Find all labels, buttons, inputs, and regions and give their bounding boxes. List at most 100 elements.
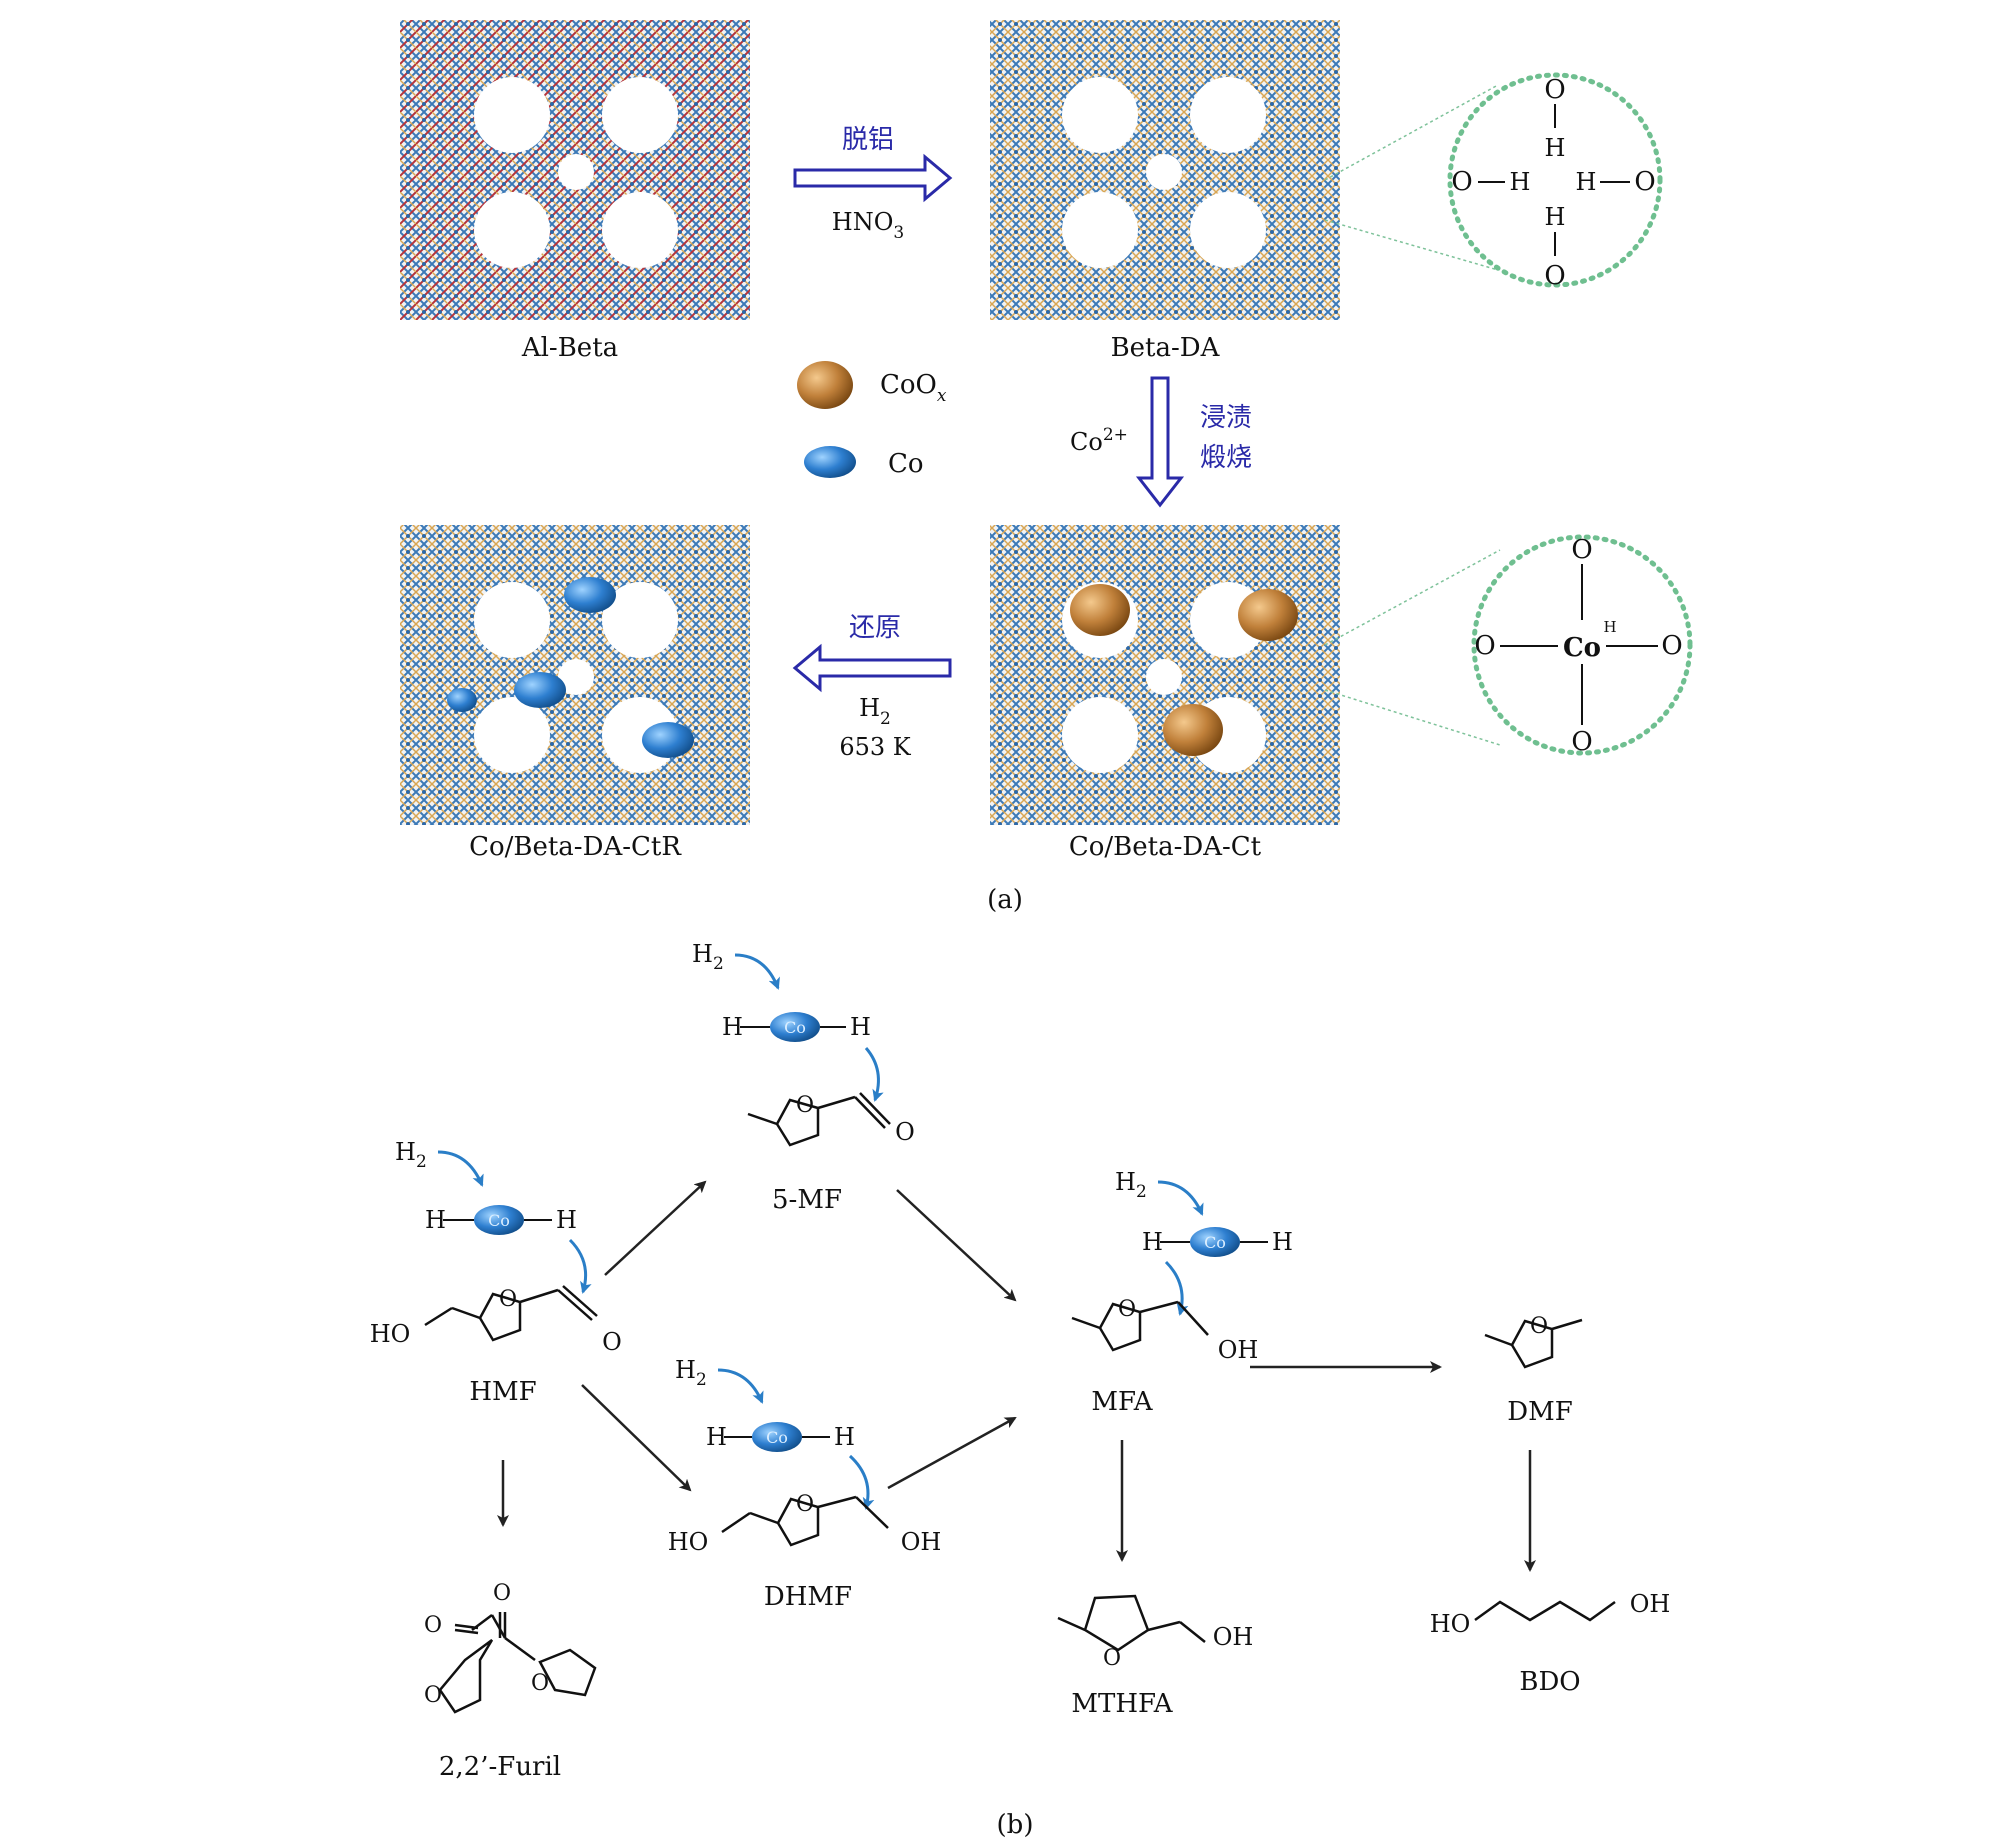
molecule-dhmf [721, 1495, 889, 1547]
svg-text:O: O [493, 1581, 511, 1606]
label-hno3: HNO3 [832, 208, 904, 243]
svg-text:H: H [1603, 618, 1616, 636]
co-site-icon [1190, 1227, 1240, 1257]
svg-text:H2: H2 [395, 1138, 427, 1172]
svg-text:H: H [1576, 168, 1597, 196]
svg-text:O: O [1530, 1314, 1548, 1339]
svg-text:O: O [796, 1093, 814, 1118]
coox-particle [1163, 704, 1223, 756]
svg-text:O: O [424, 1683, 442, 1708]
coox-particle [1238, 589, 1298, 641]
label-co2plus: Co2+ [1070, 425, 1128, 456]
svg-text:H: H [850, 1013, 871, 1041]
arrow-hmf-to-dhmf [581, 1384, 692, 1492]
label-temperature: 653 K [839, 733, 911, 761]
label-impregnate: 浸渍 [1200, 403, 1252, 433]
label-co-beta-da-ct: Co/Beta-DA-Ct [1069, 832, 1262, 862]
caption-b: (b) [997, 1810, 1034, 1840]
label-beta-da: Beta-DA [1111, 333, 1221, 363]
svg-text:O: O [895, 1118, 915, 1146]
label-bdo: BDO [1519, 1667, 1580, 1697]
svg-text:OH: OH [1218, 1336, 1259, 1364]
co-site-icon [474, 1205, 524, 1235]
arrow-dhmf-to-mfa [887, 1416, 1017, 1490]
framework-al-beta [400, 20, 750, 320]
svg-text:O: O [1118, 1297, 1136, 1322]
svg-text:H: H [1142, 1228, 1163, 1256]
label-reduce: 还原 [849, 613, 901, 643]
svg-text:O: O [602, 1328, 622, 1356]
cobalt-site-inset: O O Co H O O [1324, 534, 1693, 757]
svg-text:H: H [1272, 1228, 1293, 1256]
label-5-mf: 5-MF [772, 1185, 842, 1215]
svg-text:O: O [1451, 167, 1472, 197]
co-site-icon [752, 1422, 802, 1452]
svg-text:O: O [1103, 1646, 1121, 1671]
legend-coox-swatch [797, 361, 853, 409]
svg-text:H: H [1510, 168, 1531, 196]
svg-text:OH: OH [901, 1528, 942, 1556]
impregnation-arrow [1135, 376, 1185, 508]
molecule-bdo [1474, 1600, 1616, 1622]
h2-activation-hmf: H2 H Co H [395, 1138, 592, 1294]
legend-co-swatch [804, 446, 856, 478]
svg-text:OH: OH [1213, 1623, 1254, 1651]
label-co-beta-da-ctr: Co/Beta-DA-CtR [469, 832, 682, 862]
molecule-hmf [424, 1285, 598, 1342]
co-particle [514, 672, 566, 708]
h2-activation-5mf: H2 H Co H [692, 940, 884, 1102]
label-furil: 2,2’-Furil [439, 1752, 561, 1782]
svg-text:HO: HO [370, 1320, 411, 1348]
arrow-5mf-to-mfa [896, 1189, 1017, 1302]
co-site-icon [770, 1012, 820, 1042]
svg-text:H: H [706, 1423, 727, 1451]
co-particle [642, 722, 694, 758]
label-mthfa: MTHFA [1071, 1689, 1173, 1719]
molecule-5-mf [747, 1092, 891, 1147]
svg-text:HO: HO [1430, 1610, 1471, 1638]
svg-text:H: H [556, 1206, 577, 1234]
h2-activation-mfa: H2 H Co H [1115, 1168, 1293, 1316]
svg-text:H: H [722, 1013, 743, 1041]
svg-text:Co: Co [488, 1211, 510, 1230]
h2-label: H2 [692, 940, 724, 974]
label-al-beta: Al-Beta [521, 333, 618, 363]
svg-text:Co: Co [1563, 633, 1601, 663]
svg-text:O: O [1571, 727, 1592, 757]
svg-text:O: O [1474, 631, 1495, 661]
svg-text:O: O [1544, 261, 1565, 291]
svg-text:O: O [1544, 75, 1565, 105]
svg-text:H2: H2 [1115, 1168, 1147, 1202]
svg-text:H2: H2 [675, 1356, 707, 1390]
reaction-arrows [497, 1180, 1536, 1572]
framework-co-beta-da-ctr [400, 525, 750, 825]
label-dealumination: 脱铝 [842, 125, 894, 155]
caption-a: (a) [987, 885, 1023, 915]
molecule-mfa [1071, 1300, 1209, 1352]
svg-text:O: O [499, 1287, 517, 1312]
svg-text:O: O [796, 1492, 814, 1517]
svg-text:H: H [834, 1423, 855, 1451]
h2-activation-dhmf: H2 H Co H [675, 1356, 875, 1510]
legend: CoOx Co [797, 361, 947, 479]
arrow-hmf-to-5mf [604, 1180, 707, 1276]
reduction-arrow [792, 643, 952, 693]
svg-text:H: H [425, 1206, 446, 1234]
molecule-furil [438, 1612, 597, 1714]
svg-text:H: H [1545, 203, 1566, 231]
svg-text:Co: Co [784, 1018, 806, 1037]
legend-coox-label: CoOx [880, 370, 947, 406]
svg-text:O: O [1571, 535, 1592, 565]
coox-particle [1070, 584, 1130, 636]
label-h2-reduce: H2 [859, 694, 891, 729]
svg-text:OH: OH [1630, 1590, 1671, 1618]
molecule-dmf [1484, 1318, 1583, 1369]
molecule-mthfa [1057, 1594, 1206, 1652]
framework-beta-da [990, 20, 1340, 320]
label-hmf: HMF [469, 1377, 536, 1407]
svg-text:O: O [531, 1671, 549, 1696]
svg-text:HO: HO [668, 1528, 709, 1556]
co-particle [447, 688, 477, 712]
label-mfa: MFA [1091, 1387, 1153, 1417]
